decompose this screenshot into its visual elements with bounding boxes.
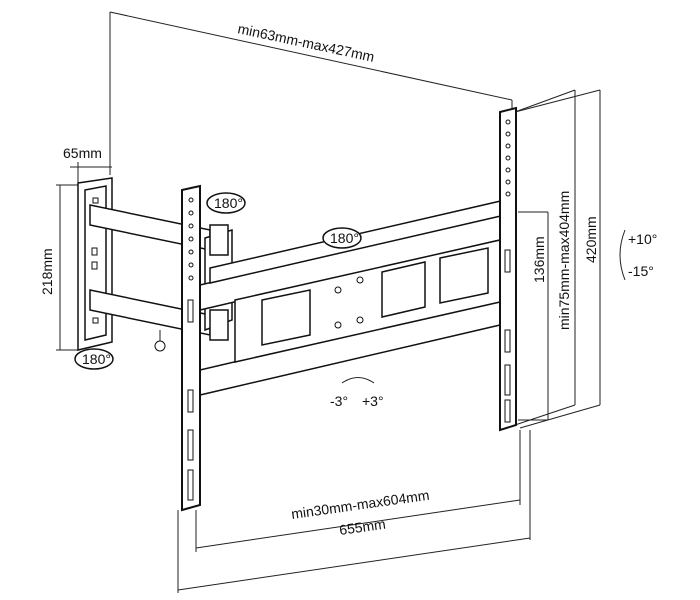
rail-vertical-span-label: min75mm-max404mm xyxy=(556,191,572,330)
inner-spacing-label: 136mm xyxy=(531,236,547,283)
rotation-label-lower: 180° xyxy=(82,351,111,367)
level-right-label: +3° xyxy=(362,393,384,409)
safety-lock-icon xyxy=(154,330,166,352)
level-arrow-icon xyxy=(341,377,375,384)
wall-plate xyxy=(77,177,113,351)
overall-width-line xyxy=(177,537,531,591)
tilt-arrow-icon xyxy=(619,229,626,281)
span-dim-top-ext xyxy=(514,89,576,113)
overall-width-label: 655mm xyxy=(338,516,386,538)
overall-height-top-ext xyxy=(514,89,601,113)
rotation-badge-arm: 180° xyxy=(322,227,362,249)
span-dim-bottom-ext xyxy=(514,404,576,426)
right-vertical-rail xyxy=(499,106,517,432)
overall-height-bottom-ext xyxy=(519,404,601,429)
rotation-label-wall: 180° xyxy=(214,195,243,211)
tilt-up-label: +10° xyxy=(628,231,657,247)
plate-height-label: 218mm xyxy=(39,248,55,295)
tilt-down-label: -15° xyxy=(628,263,654,279)
horizontal-span-line xyxy=(195,499,521,549)
left-vertical-rail xyxy=(181,184,201,512)
overall-height-label: 420mm xyxy=(583,216,599,263)
top-dimension-line xyxy=(109,11,513,101)
level-left-label: -3° xyxy=(330,393,348,409)
top-extension-label: min63mm-max427mm xyxy=(236,20,376,65)
wall-depth-label: 65mm xyxy=(63,145,102,161)
rotation-badge-wall: 180° xyxy=(206,192,246,214)
rotation-label-arm: 180° xyxy=(330,230,359,246)
rotation-badge-lower: 180° xyxy=(74,348,114,370)
